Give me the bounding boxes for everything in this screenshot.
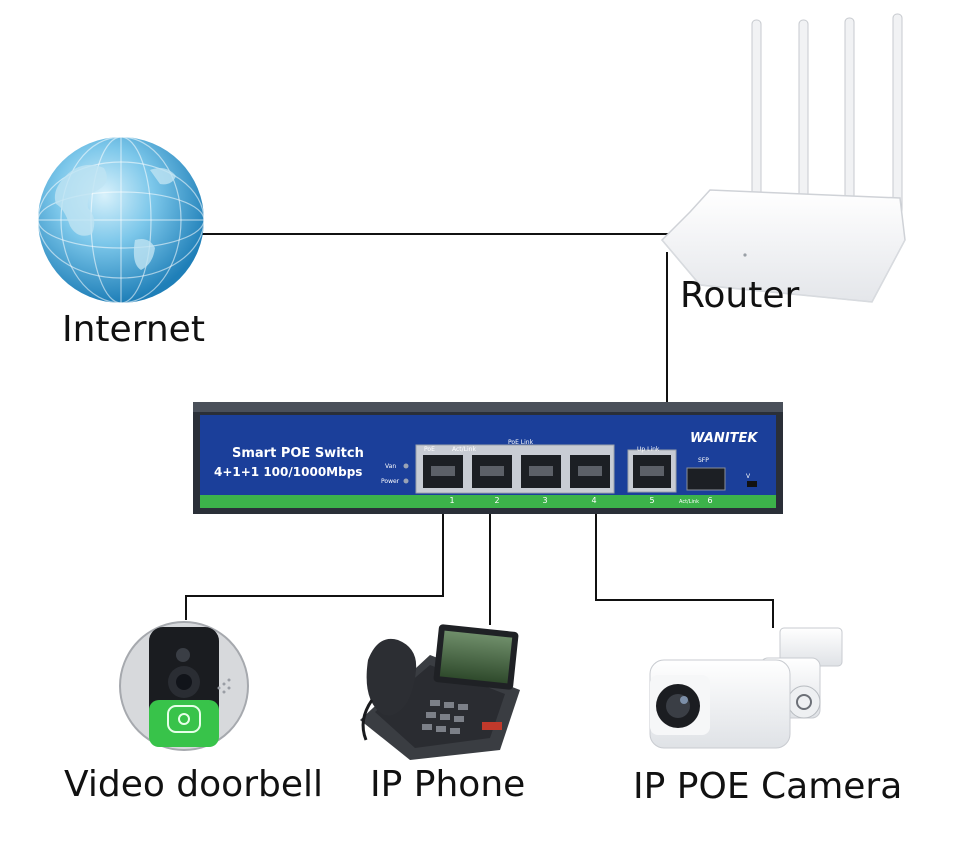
port-number: 3 xyxy=(542,496,547,505)
switch-title: Smart POE Switch xyxy=(232,446,364,461)
doorbell-icon xyxy=(119,621,249,751)
sfp-slot xyxy=(686,467,726,491)
port-number: 1 xyxy=(449,496,454,505)
connection-lines xyxy=(185,233,774,628)
ip-phone-label: IP Phone xyxy=(370,764,526,805)
mode-label: V xyxy=(746,473,751,480)
port-number: 4 xyxy=(591,496,596,505)
power-led xyxy=(403,478,409,484)
sfp-label: SFP xyxy=(698,457,709,464)
ip-phone-icon xyxy=(360,624,520,760)
ip-camera-icon xyxy=(649,627,843,749)
globe-icon xyxy=(37,136,205,304)
uplink-label: Up Link xyxy=(637,446,660,453)
link-port4-camera xyxy=(595,512,774,628)
van-led xyxy=(403,463,409,469)
brand-logo: WANITEK xyxy=(690,431,758,446)
port-number: 2 xyxy=(494,496,499,505)
ip-camera-label: IP POE Camera xyxy=(633,766,903,807)
port-number: 5 xyxy=(649,496,654,505)
act-link-bottom-label: Act/Link xyxy=(679,499,699,505)
power-led-label: Power xyxy=(381,478,400,485)
act-link-label: Act/Link xyxy=(452,446,476,453)
poe-link-label: PoE Link xyxy=(508,439,534,446)
rj45-ports xyxy=(423,455,671,488)
poe-label: PoE xyxy=(424,446,435,453)
poe-switch: Smart POE Switch 4+1+1 100/1000Mbps WANI… xyxy=(193,402,783,514)
internet-label: Internet xyxy=(62,309,205,350)
link-port1-doorbell xyxy=(185,512,444,620)
port-number: 6 xyxy=(707,496,712,505)
van-led-label: Van xyxy=(385,463,396,470)
switch-subtitle: 4+1+1 100/1000Mbps xyxy=(214,465,362,479)
router-label: Router xyxy=(680,275,800,316)
doorbell-label: Video doorbell xyxy=(64,764,324,805)
mode-switch xyxy=(747,481,757,487)
router-icon xyxy=(660,13,906,303)
